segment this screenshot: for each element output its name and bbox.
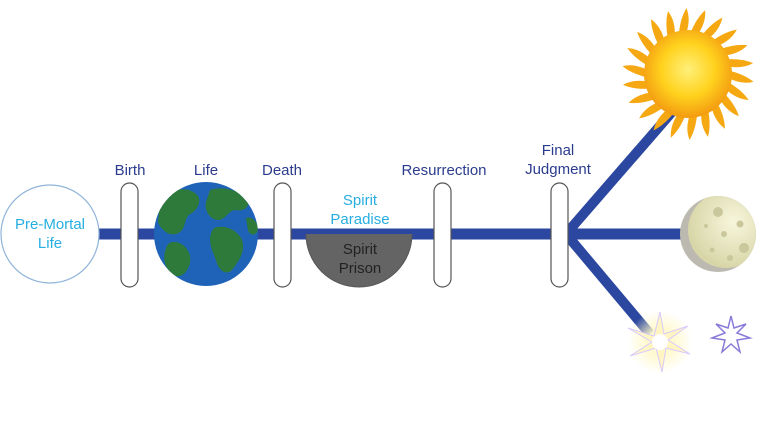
sun-ray [725, 59, 754, 68]
sun-ray [690, 10, 706, 36]
sun-ray [701, 108, 710, 137]
resurrection-gate [433, 182, 452, 288]
life-label: Life [193, 162, 219, 179]
spirit-prison-label: Spirit Prison [338, 241, 382, 277]
spirit-prison-shape [306, 234, 412, 287]
sun-ray [725, 81, 749, 101]
sun-ray [653, 108, 675, 131]
death-gate [273, 182, 292, 288]
star-icon [627, 310, 692, 374]
moon-icon [680, 196, 756, 272]
spirit-paradise-label: Spirit Paradise [330, 192, 390, 228]
final-judgment-gate [550, 182, 569, 288]
branch-to-sun [562, 108, 676, 238]
earth-icon [154, 182, 258, 286]
sun-ray [687, 112, 698, 140]
sun-ray [666, 11, 675, 40]
sun-ray [622, 65, 649, 78]
spirit-world-outline [305, 233, 413, 288]
resurrection-label: Resurrection [401, 162, 487, 179]
sun-ray [727, 70, 754, 83]
sun-ray [622, 80, 651, 89]
final-judgment-label: Final Judgment [525, 142, 591, 178]
sun-icon [622, 8, 754, 140]
birth-gate [120, 182, 139, 288]
sun-ray [678, 8, 689, 36]
pre-mortal-life-label: Pre-Mortal Life [14, 216, 85, 252]
sun-ray [670, 112, 686, 138]
small-star-icon [709, 315, 753, 355]
sun-ray [627, 47, 651, 67]
sun-ray [701, 17, 723, 40]
branch-to-star [562, 230, 654, 338]
death-label: Death [261, 162, 303, 179]
birth-label: Birth [114, 162, 146, 179]
pre-mortal-circle-icon [0, 184, 100, 284]
